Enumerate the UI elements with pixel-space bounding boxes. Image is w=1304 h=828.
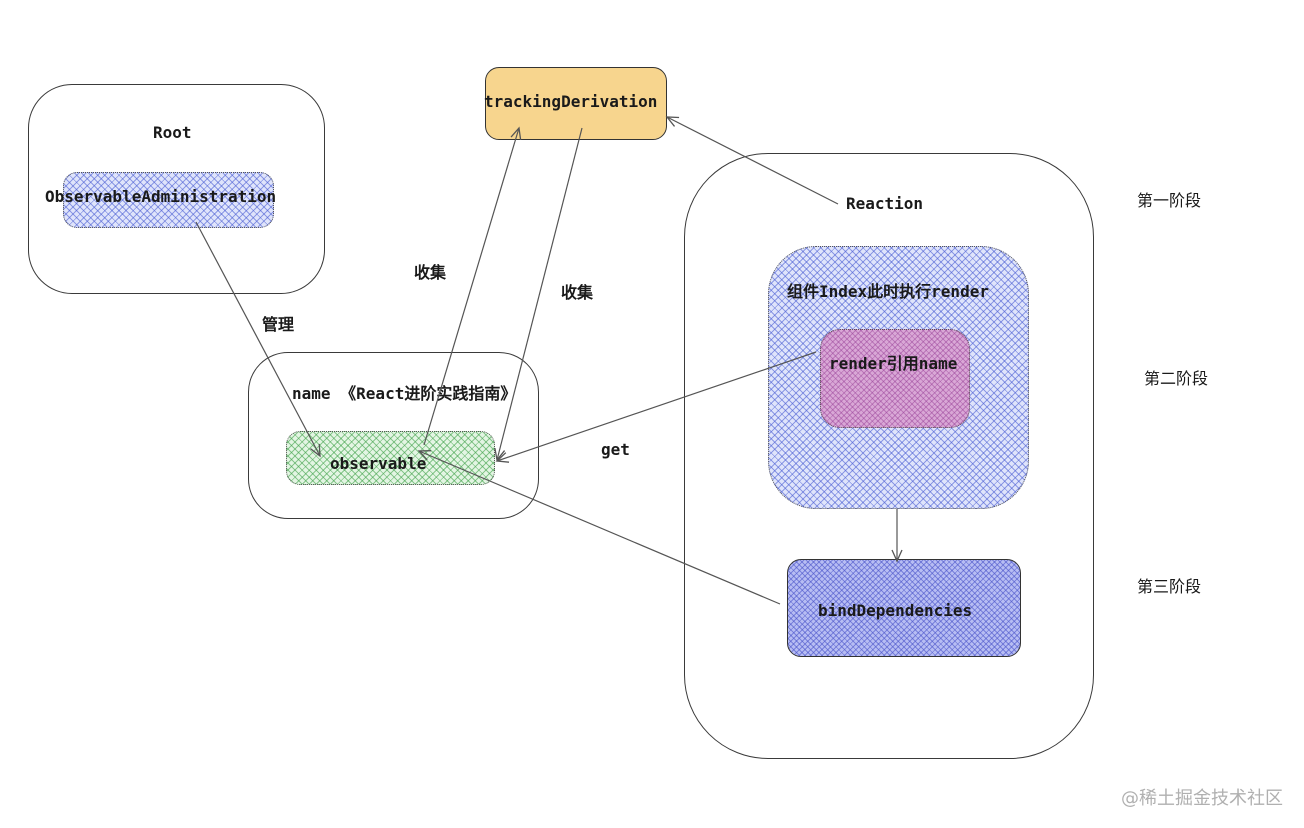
observable-label: observable (330, 454, 427, 473)
bind-dependencies-node (787, 559, 1021, 657)
observable-administration-node (63, 172, 274, 228)
root-container (28, 84, 325, 294)
observable-administration-label: ObservableAdministration (45, 187, 277, 206)
bind-to-observable-arrow (417, 450, 781, 605)
component-render-label: 组件Index此时执行render (787, 282, 989, 301)
stage-three-label: 第三阶段 (1137, 577, 1202, 596)
root-title: Root (153, 123, 192, 142)
tracking-derivation-label: trackingDerivation (484, 92, 658, 111)
get-arrow (495, 351, 817, 463)
reaction-container (684, 153, 1094, 759)
reaction-label: Reaction (846, 194, 924, 213)
render-ref-label: render引用name (829, 354, 958, 373)
get-edge-label: get (601, 440, 630, 459)
collect-left-edge-label: 收集 (414, 263, 447, 282)
observable-node (286, 431, 495, 485)
stage-one-label: 第一阶段 (1137, 191, 1202, 210)
name-title: name 《React进阶实践指南》 (292, 384, 517, 403)
watermark-text: @稀土掘金技术社区 (1121, 788, 1283, 809)
collect-up-arrow (423, 126, 522, 446)
manage-edge-label: 管理 (262, 315, 295, 334)
collect-right-edge-label: 收集 (561, 283, 594, 302)
bind-dependencies-label: bindDependencies (818, 601, 973, 620)
collect-down-arrow (494, 127, 583, 462)
reaction-to-tracking-arrow (665, 116, 839, 205)
name-container (248, 352, 539, 519)
render-ref-node (820, 329, 970, 428)
manage-arrow (195, 221, 321, 458)
stage-two-label: 第二阶段 (1144, 369, 1209, 388)
